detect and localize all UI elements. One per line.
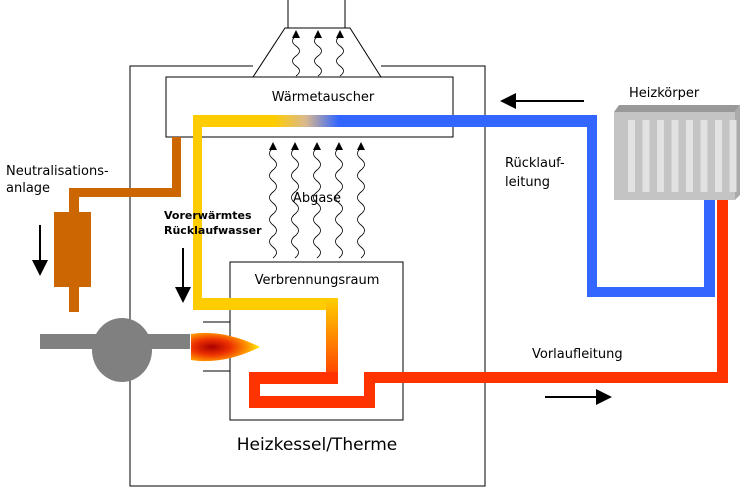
flue-gas-arrow-icon — [357, 142, 365, 150]
flue-gas-wave — [291, 147, 299, 259]
flue-gas-arrow-icon — [336, 30, 344, 38]
flue-gas-waves — [269, 30, 365, 259]
flue-gas-wave — [335, 147, 343, 259]
flue-gas-arrow-icon — [269, 142, 277, 150]
flue-gas-arrow-icon — [335, 142, 343, 150]
radiator-fin — [628, 120, 635, 192]
flue-gas-arrow-icon — [292, 30, 300, 38]
radiator-fin — [686, 120, 693, 192]
radiator-fin — [700, 120, 708, 192]
radiator-fin — [715, 120, 722, 192]
burner-fan — [40, 318, 190, 382]
preheated-return-label-1: Vorerwärmtes — [164, 209, 252, 222]
flue-gas-arrow-icon — [291, 142, 299, 150]
return-line-label-2: leitung — [505, 175, 550, 190]
radiator-label: Heizkörper — [629, 86, 700, 101]
chimney — [252, 0, 382, 78]
flue-gas-wave — [314, 35, 322, 77]
return-line-label-1: Rücklauf- — [505, 156, 565, 171]
cold-return-pipe — [587, 115, 715, 297]
flue-gas-wave — [269, 147, 277, 259]
preheated-return-pipe — [193, 115, 597, 384]
hot-flow-pipe — [249, 200, 728, 408]
radiator-fin — [729, 120, 737, 192]
combustion-chamber-label: Verbrennungsraum — [255, 273, 380, 288]
flue-gas-arrow-icon — [314, 30, 322, 38]
flue-gas-wave — [313, 147, 321, 259]
radiator-fin — [642, 120, 650, 192]
flow-line-label: Vorlaufleitung — [532, 347, 623, 362]
radiator-fin — [671, 120, 679, 192]
heat-exchanger-label: Wärmetauscher — [272, 90, 375, 105]
neutralisation-unit — [54, 137, 181, 312]
radiator-fin — [657, 120, 664, 192]
boiler-label: Heizkessel/Therme — [237, 435, 398, 455]
flue-gas-arrow-icon — [313, 142, 321, 150]
preheated-return-label-2: Rücklaufwasser — [164, 224, 262, 237]
flame-icon — [191, 332, 260, 362]
neutralisation-label-2: anlage — [6, 181, 50, 196]
boiler-housing — [129, 65, 486, 487]
flue-gas-wave — [292, 35, 300, 77]
heat-exchanger-box — [165, 76, 454, 138]
flue-gas-label: Abgase — [293, 191, 341, 206]
flue-gas-wave — [357, 147, 365, 259]
radiator — [614, 105, 740, 200]
neutralisation-label-1: Neutralisations- — [6, 164, 109, 179]
flue-gas-wave — [336, 35, 344, 77]
